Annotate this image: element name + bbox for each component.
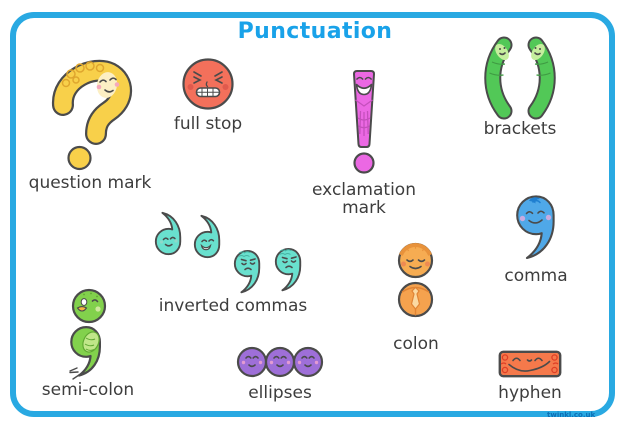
item-question-mark: question mark [28, 58, 152, 193]
item-label: exclamation mark [312, 180, 416, 218]
item-label: inverted commas [158, 296, 308, 316]
item-ellipses: ellipses [224, 346, 336, 403]
page-title: Punctuation [237, 19, 393, 44]
curly-hair-texture [61, 61, 104, 88]
item-label: semi-colon [41, 380, 135, 400]
bracket-faces [499, 47, 541, 50]
item-brackets: brackets [464, 36, 576, 139]
speckles [83, 292, 98, 298]
item-colon: colon [361, 242, 471, 354]
blush [241, 360, 319, 365]
semi-colon-graphic [69, 288, 107, 380]
question-mark-graphic [51, 59, 132, 171]
hyphen-graphic [498, 350, 562, 378]
colon-graphic [397, 242, 434, 318]
item-label: ellipses [248, 383, 312, 403]
item-full-stop: full stop [153, 57, 263, 134]
wing [82, 331, 100, 353]
item-label: hyphen [498, 383, 562, 403]
ellipses-graphic [236, 346, 324, 378]
hair [399, 242, 432, 256]
quote-faces [162, 236, 297, 271]
item-label: question mark [28, 173, 152, 193]
item-exclamation-mark: exclamation mark [307, 68, 421, 218]
comma-graphic [516, 195, 555, 260]
item-semi-colon: semi-colon [28, 288, 148, 400]
item-hyphen: hyphen [468, 350, 592, 403]
exclamation-mark-graphic [352, 70, 376, 174]
brackets-graphic [484, 36, 556, 120]
item-label: comma [504, 266, 568, 286]
watermark: twinkl.co.uk [547, 411, 596, 419]
full-stop-graphic [182, 58, 234, 110]
inverted-commas-graphic [154, 211, 302, 294]
segment-lines [489, 61, 551, 76]
body-shading [355, 99, 373, 136]
tie [410, 286, 421, 310]
tail-feathers [69, 367, 80, 380]
ellipses-faces [245, 355, 315, 368]
hair-texture [238, 249, 292, 258]
item-comma: comma [481, 194, 591, 286]
beak [76, 306, 88, 312]
item-label: brackets [483, 119, 557, 139]
item-inverted-commas: inverted commas [152, 208, 314, 316]
swirl-texture [500, 354, 559, 374]
item-label: colon [393, 334, 439, 354]
item-label: full stop [173, 114, 243, 134]
